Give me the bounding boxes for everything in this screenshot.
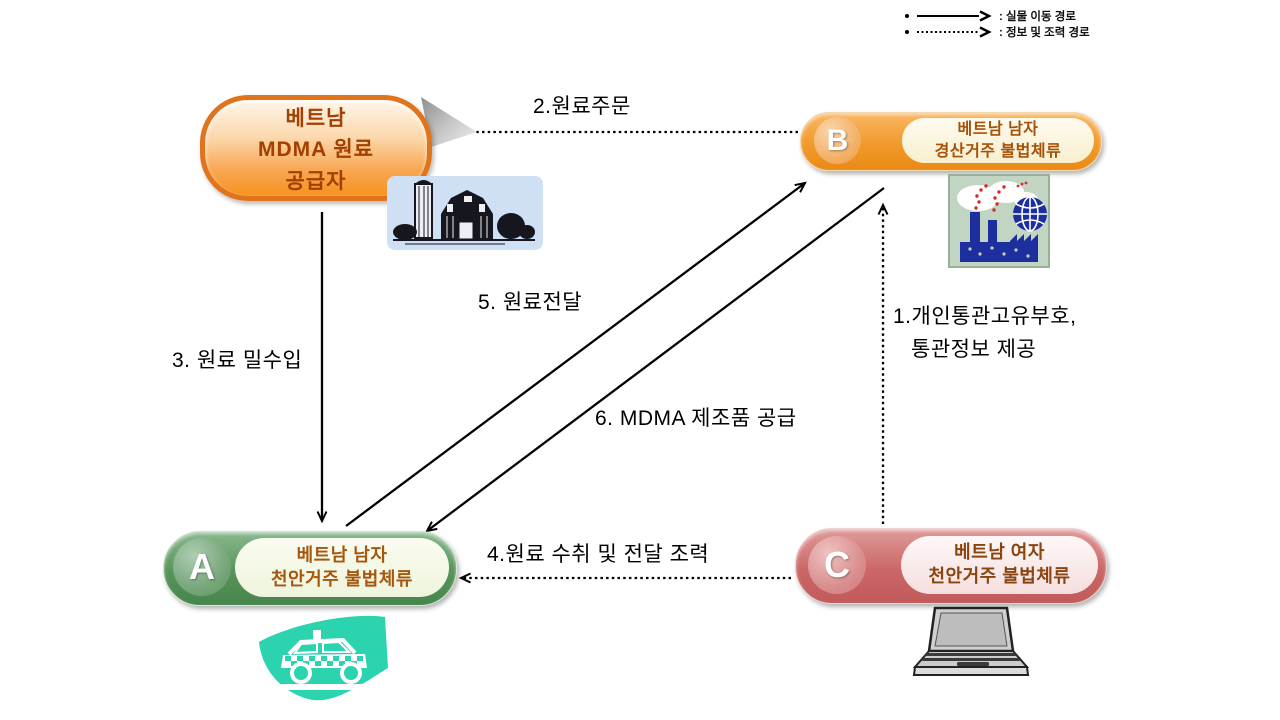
bullet-icon: [905, 29, 909, 34]
legend: : 실물 이동 경로 : 정보 및 조력 경로: [905, 8, 1145, 40]
node-a-badge: A: [173, 538, 231, 596]
supplier-line: MDMA 원료: [257, 138, 374, 161]
node-c-line2: 천안거주 불법체류: [928, 566, 1071, 586]
node-c: C 베트남 여자 천안거주 불법체류: [795, 528, 1107, 604]
node-b-badge: B: [814, 117, 861, 164]
edge-label-1-line1: 1.개인통관고유부호,: [893, 305, 1077, 328]
node-a-line1: 베트남 남자: [296, 544, 388, 565]
factory-globe-icon: [948, 174, 1050, 273]
legend-label: : 정보 및 조력 경로: [999, 26, 1090, 39]
node-a: A 베트남 남자 천안거주 불법체류: [163, 531, 457, 606]
edge-6-arrow: [425, 187, 885, 533]
dotted-arrow-icon: [917, 25, 992, 38]
legend-item-dotted: : 정보 및 조력 경로: [905, 24, 1145, 39]
supplier-line: 베트남: [285, 106, 347, 130]
node-supplier: 베트남 MDMA 원료 공급자: [200, 95, 432, 201]
taxi-icon: [253, 610, 395, 711]
legend-label: : 실물 이동 경로: [999, 10, 1076, 23]
edge-label-1: 1.개인통관고유부호, 통관정보 제공: [893, 300, 1076, 363]
edge-label-4: 4.원료 수취 및 전달 조력: [487, 543, 710, 566]
edge-label-5: 5. 원료전달: [478, 291, 583, 314]
node-b-line1: 베트남 남자: [957, 121, 1039, 139]
edge-5-arrow: [345, 181, 807, 527]
node-c-badge: C: [808, 536, 866, 594]
legend-item-solid: : 실물 이동 경로: [905, 8, 1145, 23]
supplier-line: 공급자: [285, 169, 347, 193]
edge-label-2: 2.원료주문: [533, 95, 631, 118]
laptop-icon: [903, 606, 1039, 689]
barn-farm-icon: [385, 174, 545, 259]
edge-label-1-line2: 통관정보 제공: [911, 338, 1037, 361]
edge-label-3: 3. 원료 밀수입: [172, 349, 303, 372]
node-c-line1: 베트남 여자: [954, 542, 1045, 563]
edge-label-6: 6. MDMA 제조품 공급: [595, 407, 797, 430]
node-b-text: 베트남 남자 경산거주 불법체류: [902, 118, 1094, 163]
node-c-text: 베트남 여자 천안거주 불법체류: [901, 536, 1098, 594]
node-a-text: 베트남 남자 천안거주 불법체류: [235, 538, 449, 597]
node-b-line2: 경산거주 불법체류: [934, 142, 1062, 160]
node-a-line2: 천안거주 불법체류: [271, 568, 413, 589]
solid-arrow-icon: [917, 9, 992, 22]
bullet-icon: [905, 13, 909, 18]
node-b: B 베트남 남자 경산거주 불법체류: [800, 112, 1102, 171]
